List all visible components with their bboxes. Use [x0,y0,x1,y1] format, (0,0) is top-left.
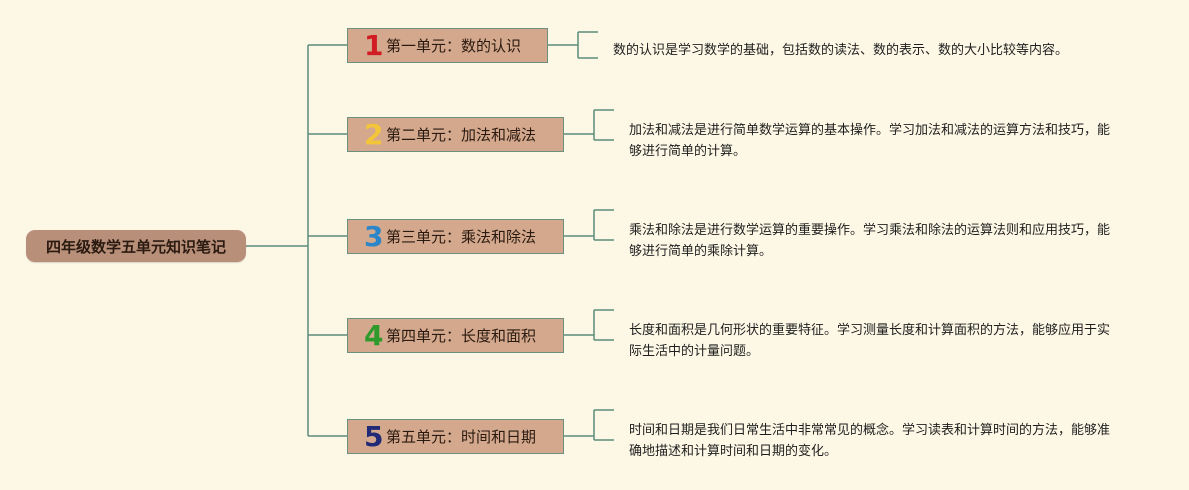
desc-connector-5 [564,409,614,441]
unit-description-3: 乘法和除法是进行数学运算的重要操作。学习乘法和除法的运算法则和应用技巧，能够进行… [629,223,1111,259]
desc-connector-4 [564,309,614,341]
unit-label-4: 第四单元：长度和面积 [386,327,537,345]
desc-connector-3 [564,209,614,241]
desc-connector-1 [548,31,598,59]
unit-number-1: 1 [364,28,384,62]
unit-number-5: 5 [364,419,384,453]
unit-label-1: 第一单元：数的认识 [386,37,522,55]
root-title: 四年级数学五单元知识笔记 [45,237,226,256]
unit-description-4: 长度和面积是几何形状的重要特征。学习测量长度和计算面积的方法，能够应用于实际生活… [629,323,1111,359]
unit-number-3: 3 [364,219,384,253]
unit-node-5[interactable]: 5 第五单元：时间和日期 [347,419,564,454]
unit-number-4: 4 [364,318,384,352]
unit-label-3: 第三单元：乘法和除法 [386,228,537,246]
unit-node-3[interactable]: 3 第三单元：乘法和除法 [347,219,564,254]
root-node[interactable]: 四年级数学五单元知识笔记 [26,230,246,262]
unit-number-2: 2 [364,117,384,151]
unit-node-4[interactable]: 4 第四单元：长度和面积 [347,318,564,353]
unit-node-1[interactable]: 1 第一单元：数的认识 [347,28,548,63]
unit-description-5: 时间和日期是我们日常生活中非常常见的概念。学习读表和计算时间的方法，能够准确地描… [629,423,1111,459]
unit-label-5: 第五单元：时间和日期 [386,428,537,446]
unit-label-2: 第二单元：加法和减法 [386,126,537,144]
desc-connector-2 [564,109,614,141]
unit-description-1: 数的认识是学习数学的基础，包括数的读法、数的表示、数的大小比较等内容。 [613,43,1069,58]
unit-node-2[interactable]: 2 第二单元：加法和减法 [347,117,564,152]
unit-description-2: 加法和减法是进行简单数学运算的基本操作。学习加法和减法的运算方法和技巧，能够进行… [629,123,1111,159]
